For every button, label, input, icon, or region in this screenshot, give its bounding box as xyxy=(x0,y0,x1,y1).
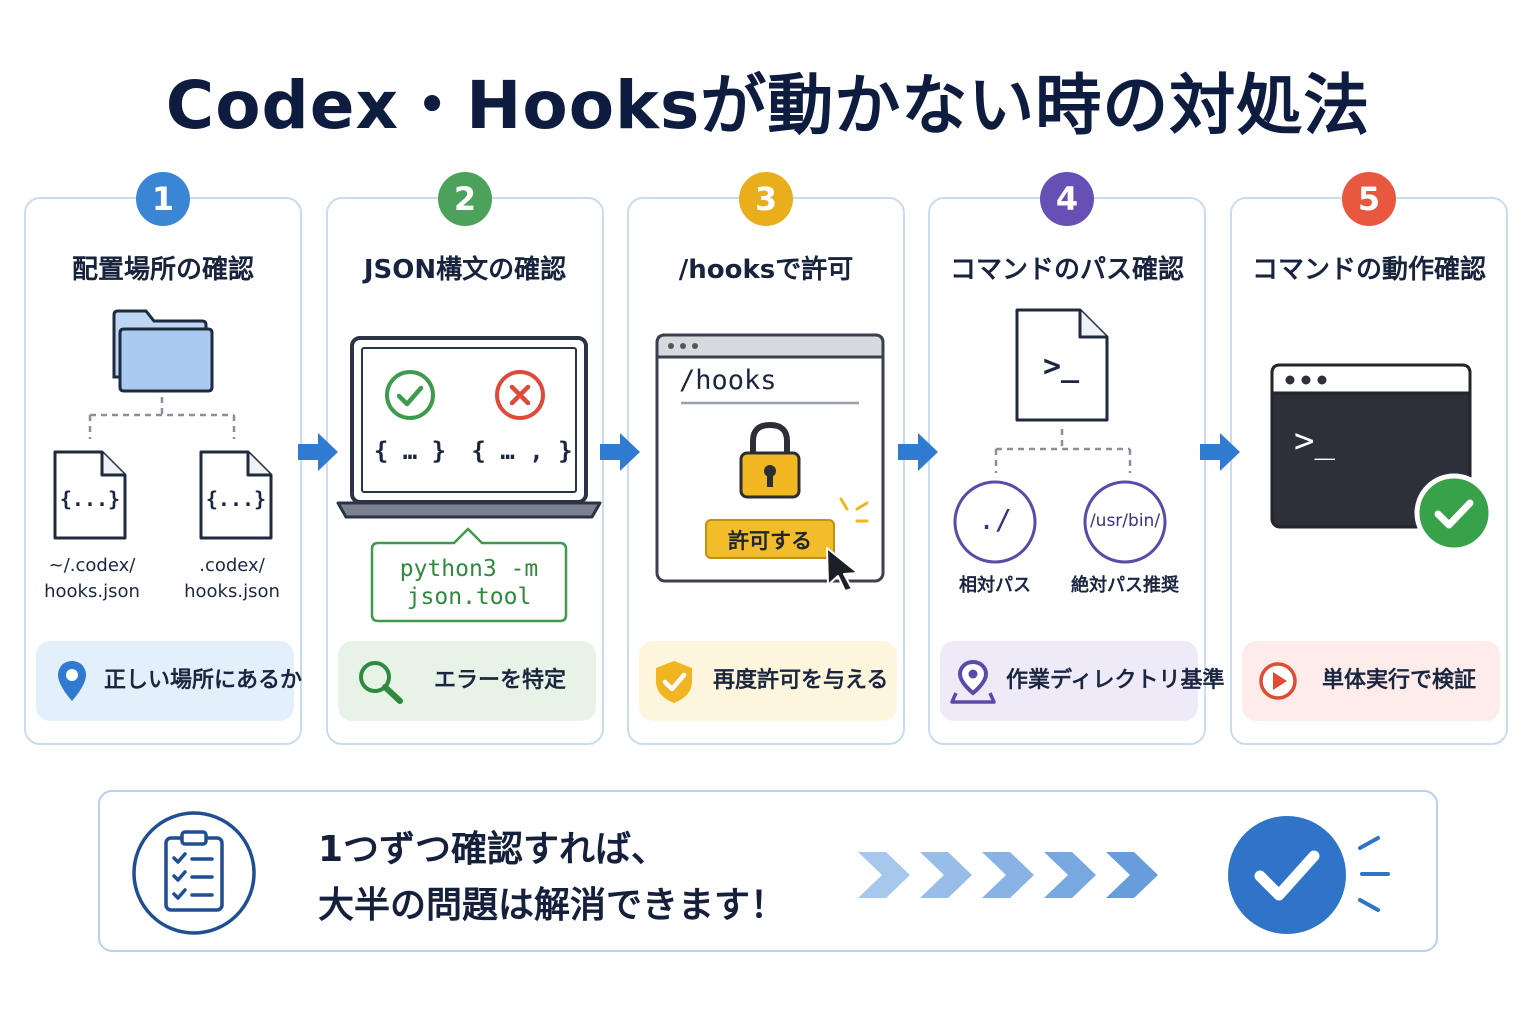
absolute-path-circle xyxy=(1083,480,1167,564)
step-hint-pill: 再度許可を与える xyxy=(639,641,897,721)
step-hint-text: 作業ディレクトリ基準 xyxy=(1006,668,1225,693)
step-hint-pill: 作業ディレクトリ基準 xyxy=(940,641,1224,721)
step-card-1: 配置場所の確認 {...} {...} ~/.codex/ hooks.json… xyxy=(24,197,302,745)
step-hint-pill: 単体実行で検証 xyxy=(1242,641,1500,721)
step-number-badge: 4 xyxy=(1040,172,1094,226)
search-icon xyxy=(359,661,403,704)
relative-path-label: 相対パス xyxy=(959,575,1031,596)
sparkle-lines xyxy=(839,497,869,523)
path-tree-connector xyxy=(994,429,1132,473)
step-hint-text: エラーを特定 xyxy=(434,668,567,693)
hooks-command: /hooks xyxy=(679,365,777,396)
json-file-glyph: {...} xyxy=(59,487,121,511)
map-pin-icon xyxy=(950,659,996,704)
step-title: コマンドのパス確認 xyxy=(949,255,1184,285)
json-file-icon xyxy=(199,450,273,540)
folder-icon xyxy=(112,309,214,393)
error-circle-icon xyxy=(495,370,545,420)
page-title: Codex・Hooksが動かない時の対処法 xyxy=(165,67,1371,144)
step-card-3: /hooksで許可 /hooks 許可する 再度許可を与える xyxy=(627,197,905,745)
absolute-path-label: 絶対パス推奨 xyxy=(1071,575,1179,596)
step-card-5: コマンドの動作確認 >_ 単体実行で検証 xyxy=(1230,197,1508,745)
burst-lines xyxy=(1358,836,1390,912)
step-card-4: コマンドのパス確認 >_ ./ /usr/bin/ 相対パス 絶対パス推奨 作業… xyxy=(928,197,1224,745)
terminal-prompt: >_ xyxy=(1294,421,1335,461)
summary-message: 1つずつ確認すれば、 大半の問題は解消できます！ xyxy=(318,829,787,926)
absolute-path: /usr/bin/ xyxy=(1089,511,1161,531)
relative-path-circle xyxy=(953,480,1037,564)
script-file-icon xyxy=(1015,308,1109,422)
step-hint-text: 再度許可を与える xyxy=(713,668,889,693)
chevron-progress-icon xyxy=(858,852,1158,898)
location-pin-icon xyxy=(58,661,86,701)
step-number-badge: 3 xyxy=(739,172,793,226)
callout-bubble xyxy=(370,527,568,623)
step-number-badge: 2 xyxy=(438,172,492,226)
shield-check-icon xyxy=(656,661,692,703)
step-title: JSON構文の確認 xyxy=(363,255,567,285)
step-hint-text: 正しい場所にあるか xyxy=(104,668,303,693)
step-hint-text: 単体実行で検証 xyxy=(1322,668,1477,693)
flow-arrow-icon xyxy=(600,433,640,471)
step-number-badge: 1 xyxy=(136,172,190,226)
lock-icon xyxy=(739,421,801,499)
step-hint-pill: エラーを特定 xyxy=(338,641,596,721)
cursor-icon xyxy=(826,547,859,592)
step-hint-pill: 正しい場所にあるか xyxy=(36,641,302,721)
checklist-icon xyxy=(132,811,256,935)
step-title: コマンドの動作確認 xyxy=(1251,255,1486,285)
check-circle-icon xyxy=(1228,816,1346,934)
folder-tree-connector xyxy=(88,397,236,439)
laptop-icon xyxy=(336,336,602,519)
validation-command: python3 -m json.tool xyxy=(399,556,539,610)
play-icon xyxy=(1259,662,1297,700)
step-title: 配置場所の確認 xyxy=(71,255,254,285)
file-path-home: ~/.codex/ hooks.json xyxy=(44,555,140,602)
summary-banner: 1つずつ確認すれば、 大半の問題は解消できます！ xyxy=(98,790,1438,952)
allow-button[interactable]: 許可する xyxy=(705,519,835,559)
prompt-glyph: >_ xyxy=(1042,349,1080,384)
step-title: /hooksで許可 xyxy=(678,255,854,285)
invalid-json-sample: { … , } xyxy=(471,437,573,465)
terminal-window xyxy=(1270,363,1472,529)
relative-path: ./ xyxy=(978,503,1012,536)
flow-arrow-icon xyxy=(1200,433,1240,471)
json-file-glyph: {...} xyxy=(205,487,267,511)
step-number-badge: 5 xyxy=(1342,172,1396,226)
check-circle-icon xyxy=(1414,473,1494,553)
flow-arrow-icon xyxy=(898,433,938,471)
file-path-project: .codex/ hooks.json xyxy=(184,555,280,602)
step-card-2: JSON構文の確認 { … } { … , } python3 -m json.… xyxy=(326,197,604,745)
flow-arrow-icon xyxy=(298,433,338,471)
check-circle-icon xyxy=(385,370,435,420)
valid-json-sample: { … } xyxy=(373,437,447,465)
json-file-icon xyxy=(53,450,127,540)
